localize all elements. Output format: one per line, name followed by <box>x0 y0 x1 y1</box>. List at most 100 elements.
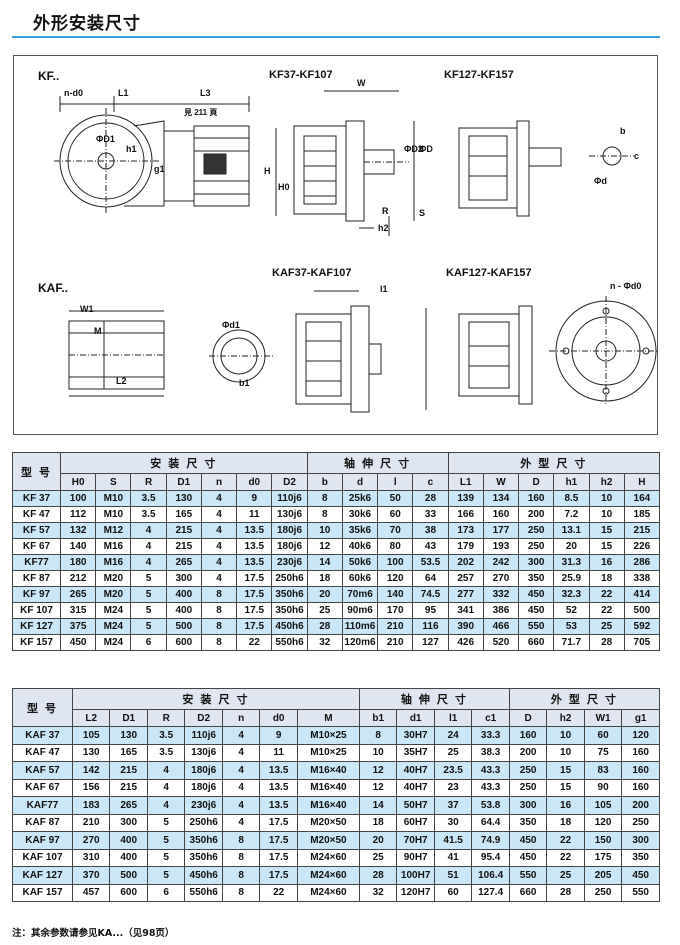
kaf-value-cell: 22 <box>546 831 585 850</box>
kaf-model-cell: KAF 127 <box>12 866 73 885</box>
kaf-value-cell: 95.4 <box>471 848 510 867</box>
kf-value-cell: 5 <box>130 570 167 587</box>
label-kf-small: KF37-KF107 <box>269 69 333 81</box>
kf-value-cell: 226 <box>623 538 661 555</box>
kaf-value-cell: 10 <box>546 726 585 745</box>
kf-value-cell: 9 <box>236 490 273 507</box>
kaf-col-header: g1 <box>621 709 660 727</box>
kaf-value-cell: 43.3 <box>471 761 510 780</box>
kaf-value-cell: 250 <box>583 883 623 902</box>
kaf-value-cell: 250 <box>621 813 660 832</box>
dim-H: H <box>264 166 271 176</box>
kf-value-cell: 210 <box>377 618 414 635</box>
kf-value-cell: 4 <box>200 538 238 555</box>
kf-value-cell: 17.5 <box>236 602 273 619</box>
kf-value-cell: 53 <box>553 618 590 635</box>
kf-value-cell: 22 <box>236 634 273 651</box>
kf-value-cell: 705 <box>623 634 661 651</box>
kf-value-cell: 286 <box>623 554 661 571</box>
dim-l1: l1 <box>380 284 388 294</box>
kf-value-cell: 215 <box>165 522 202 539</box>
kf-large-housing <box>458 127 518 209</box>
kaf-value-cell: 450 <box>508 848 548 867</box>
kaf-model-cell: KAF 87 <box>12 813 73 832</box>
dim-H0: H0 <box>278 182 290 192</box>
kf-value-cell: 375 <box>59 618 97 635</box>
kaf-value-cell: 120 <box>583 813 623 832</box>
footnote: 注：其余参数请参见KA...（见98页） <box>12 928 175 939</box>
kf-value-cell: M24 <box>95 618 132 635</box>
kf-model-cell: KF 97 <box>12 586 61 603</box>
kf-value-cell: 40k6 <box>341 538 379 555</box>
kaf-value-cell: 4 <box>146 796 186 815</box>
kf-value-cell: 60k6 <box>341 570 379 587</box>
dim-g1: g1 <box>154 164 165 174</box>
kf-col-header: S <box>95 473 132 491</box>
kaf-value-cell: 250h6 <box>184 813 223 832</box>
kf-value-cell: 5 <box>130 602 167 619</box>
kaf-value-cell: 41.5 <box>433 831 473 850</box>
kaf-col-header: l1 <box>433 709 473 727</box>
kaf-value-cell: 4 <box>221 796 261 815</box>
kf-value-cell: 4 <box>200 490 238 507</box>
kaf-col-header: R <box>146 709 186 727</box>
kf-value-cell: 30k6 <box>341 506 379 523</box>
kf-value-cell: 52 <box>553 602 590 619</box>
kaf-value-cell: 25 <box>546 866 585 885</box>
kaf-value-cell: 8 <box>221 831 261 850</box>
kaf-value-cell: 450 <box>621 866 660 885</box>
kf-value-cell: 400 <box>165 602 202 619</box>
kf-value-cell: 31.3 <box>553 554 590 571</box>
kaf-value-cell: 130j6 <box>184 743 223 762</box>
kf-value-cell: 70 <box>377 522 414 539</box>
dim-D2: ΦD2 <box>404 144 423 154</box>
kf-value-cell: 50 <box>377 490 414 507</box>
kf-value-cell: 28 <box>306 618 343 635</box>
kaf-value-cell: 70H7 <box>396 831 435 850</box>
kaf-value-cell: 90 <box>583 778 623 797</box>
kf-value-cell: 160 <box>518 490 555 507</box>
title-rule <box>12 36 660 38</box>
kaf-group-outline: 外 型 尺 寸 <box>508 688 661 710</box>
dim-R: R <box>382 206 389 216</box>
kaf-value-cell: 127.4 <box>471 883 510 902</box>
kf-model-cell: KF 107 <box>12 602 61 619</box>
kf-value-cell: 180j6 <box>271 538 308 555</box>
kf-group-install: 安 装 尺 寸 <box>60 452 308 474</box>
kaf-value-cell: 3.5 <box>146 726 186 745</box>
kaf-value-cell: 350h6 <box>184 848 223 867</box>
kf-value-cell: 315 <box>59 602 97 619</box>
kaf-value-cell: 60H7 <box>396 813 435 832</box>
kf-value-cell: 32 <box>306 634 343 651</box>
kaf-value-cell: M20×50 <box>296 813 360 832</box>
kf-col-header: h2 <box>588 473 625 491</box>
kaf-value-cell: 37 <box>433 796 473 815</box>
kaf-col-header: M <box>296 709 360 727</box>
kaf-value-cell: 205 <box>583 866 623 885</box>
kf-value-cell: 100 <box>377 554 414 571</box>
kf-value-cell: 17.5 <box>236 586 273 603</box>
kaf-value-cell: 60 <box>433 883 473 902</box>
kaf-value-cell: 13.5 <box>259 761 298 780</box>
kf-group-outline: 外 型 尺 寸 <box>447 452 661 474</box>
kf-value-cell: 215 <box>623 522 661 539</box>
kf-value-cell: 13.1 <box>553 522 590 539</box>
kf-col-header: d <box>341 473 379 491</box>
kf-value-cell: 4 <box>200 554 238 571</box>
kf-col-header: R <box>130 473 167 491</box>
kf-value-cell: 20 <box>553 538 590 555</box>
kaf-value-cell: 156 <box>71 778 111 797</box>
kf-value-cell: 20 <box>306 586 343 603</box>
kf-value-cell: 10 <box>588 506 625 523</box>
kf-value-cell: 80 <box>377 538 414 555</box>
kf-col-header: h1 <box>553 473 590 491</box>
kf-col-header: D2 <box>271 473 308 491</box>
kf-value-cell: 140 <box>377 586 414 603</box>
kf-value-cell: 8 <box>200 618 238 635</box>
kaf-value-cell: 175 <box>583 848 623 867</box>
kf-value-cell: 4 <box>200 522 238 539</box>
kaf-value-cell: 457 <box>71 883 111 902</box>
